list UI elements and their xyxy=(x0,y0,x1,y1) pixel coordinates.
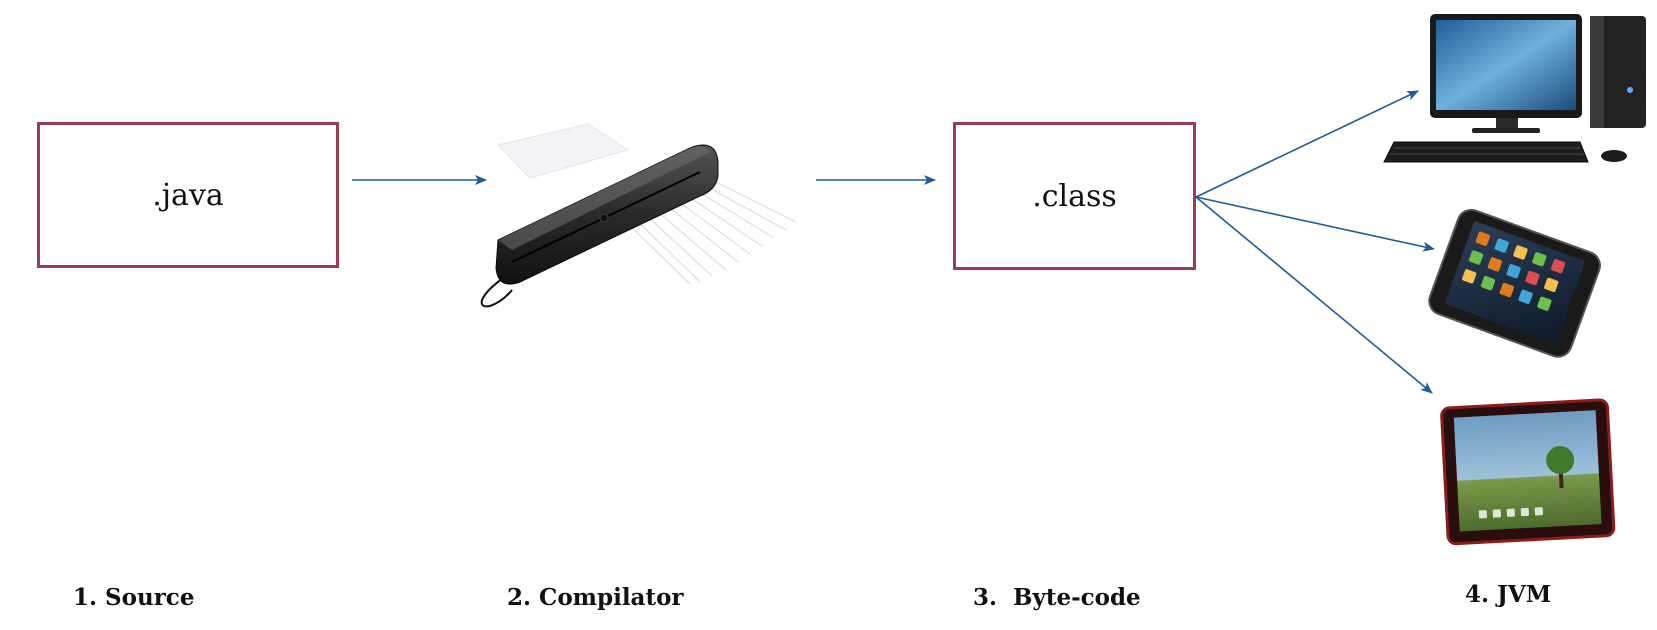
step-label-source: 1. Source xyxy=(73,584,195,611)
step-label-jvm: 4. JVM xyxy=(1465,581,1552,608)
smartphone-icon xyxy=(1428,208,1601,358)
paper-shredder-icon xyxy=(480,123,797,308)
arrow-bytecode-to-tablet xyxy=(1195,196,1433,394)
source-file-label: .java xyxy=(152,177,224,213)
source-file-box: .java xyxy=(37,122,339,268)
step-label-bytecode: 3. Byte-code xyxy=(973,584,1141,611)
step-label-compilator: 2. Compilator xyxy=(507,584,684,611)
bytecode-file-box: .class xyxy=(953,122,1196,270)
bytecode-file-label: .class xyxy=(1032,178,1117,214)
arrow-bytecode-to-phone xyxy=(1195,196,1435,252)
tablet-icon xyxy=(1440,398,1616,546)
desktop-computer-icon xyxy=(1383,14,1646,163)
arrow-bytecode-to-desktop xyxy=(1195,90,1419,198)
